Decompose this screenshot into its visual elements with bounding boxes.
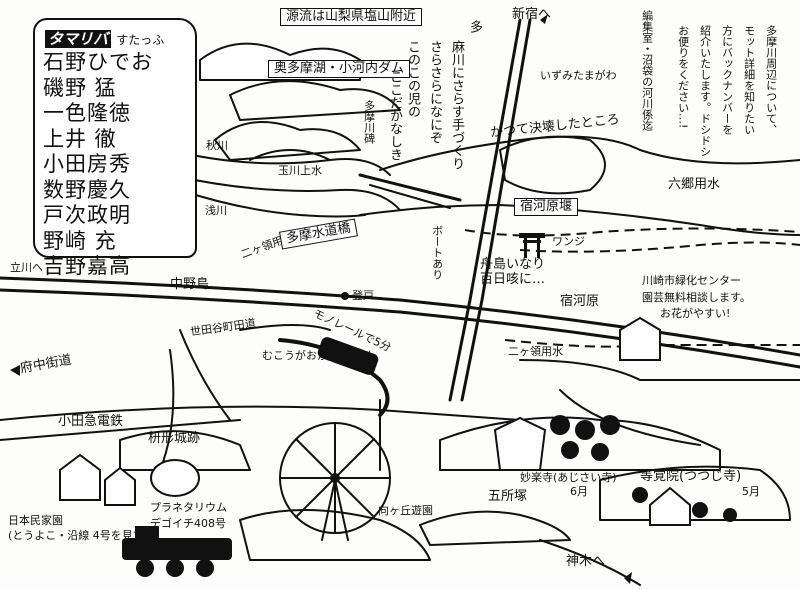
credit-name: 吉野嘉高: [43, 254, 131, 278]
label-shukugawara: 宿河原: [560, 294, 600, 309]
label-myorakuji-month: 6月: [570, 485, 588, 498]
credit-name: 上井 徹: [43, 126, 117, 151]
label-ferris: 向ヶ丘遊園: [378, 504, 433, 517]
note-line-6: 編集室・沼袋の河川係迄: [640, 10, 654, 131]
label-poem-4: このこの児の: [404, 40, 420, 118]
credit-name: 石野ひでお: [43, 50, 153, 74]
label-nikaryo-2: 二ヶ領用水: [508, 345, 563, 358]
label-kawasaki-3: お花がやすい!: [660, 307, 731, 320]
label-boat: ボートあり: [430, 225, 444, 280]
label-kawasaki-2: 園芸無料相談します。: [642, 291, 751, 304]
credits-title: タマリバ すたっふ: [45, 28, 164, 49]
label-tachikawa: 立川へ: [10, 261, 43, 274]
label-nakanoshima: 中野島: [170, 277, 210, 292]
label-odakyu: 小田急電鉄: [58, 414, 124, 429]
label-myorakuji: 妙楽寺(あじさい寺): [520, 471, 617, 484]
credits-title-mark: タマリバ: [45, 30, 112, 48]
staff-credits: タマリバ すたっふ 石野ひでお 磯野 猛 一色隆徳 上井 徹 小田房秀 数野慶久…: [33, 18, 197, 278]
label-minka-note: (とうよこ・沿線 4号を見てネ): [8, 529, 160, 542]
credit-name: 小田房秀: [43, 152, 131, 176]
label-izumi: いずみたまがわ: [540, 69, 617, 82]
label-tamagawa-josui: 玉川上水: [278, 164, 322, 177]
label-poem-5: ここだかなしき: [386, 70, 402, 161]
label-source: 源流は山梨県塩山附近: [280, 8, 423, 27]
label-wanji: ワンジ: [552, 235, 585, 248]
label-goshozuka: 五所塚: [488, 489, 528, 504]
label-forest: 枡形城跡: [148, 431, 201, 446]
label-kawasaki: 川崎市緑化センター: [642, 274, 741, 287]
label-rokugo: 六郷用水: [668, 177, 721, 192]
label-sl: デゴイチ408号: [150, 517, 226, 530]
label-poem-2: 麻川にさらす手づくり: [448, 40, 464, 170]
label-asakawa: 浅川: [205, 204, 227, 217]
note-line-3: 方にバックナンバーを: [720, 25, 734, 135]
note-line-4: 紹介いたします。ドシドシ: [698, 25, 712, 157]
label-monument: 多摩川碑: [362, 100, 376, 144]
credit-name: 戸次政明: [43, 203, 131, 227]
note-line-5: お便りをください…!: [676, 25, 690, 129]
credits-list: 石野ひでお 磯野 猛 一色隆徳 上井 徹 小田房秀 数野慶久 戸次政明 野崎 充…: [43, 50, 153, 280]
note-line-1: 多摩川周辺について、: [764, 25, 778, 135]
label-minka: 日本民家園: [8, 514, 63, 527]
label-poem-1: 多: [466, 20, 482, 33]
credit-name: 数野慶久: [43, 177, 131, 202]
label-mukogaoka: むこうがおか ゆうえん: [262, 349, 376, 362]
credits-title-rest: すたっふ: [116, 33, 165, 47]
credit-name: 野崎 充: [43, 228, 117, 253]
label-planetarium: プラネタリウム: [150, 501, 227, 514]
label-kamiki: 神木へ: [566, 554, 606, 569]
label-tokakuin: 等覚院(つつじ寺): [640, 469, 742, 484]
label-funaji: 舟島いなり: [480, 257, 546, 272]
label-poem-3: さらさらになにぞ: [426, 40, 442, 144]
note-line-2: モット詳細を知りたい: [742, 25, 756, 135]
label-noborito: 登戸: [352, 289, 374, 302]
credit-name: 磯野 猛: [43, 75, 117, 100]
label-dam: 奥多摩湖・小河内ダム: [268, 60, 411, 79]
label-shukugawara-weir: 宿河原堰: [514, 198, 579, 217]
label-hyakunichi: 百日咳に…: [480, 272, 546, 287]
label-akikawa: 秋川: [206, 139, 228, 152]
credit-name: 一色隆徳: [43, 101, 131, 125]
label-tokakuin-month: 5月: [742, 485, 760, 498]
label-shinjuku: 新宿へ: [512, 7, 552, 22]
